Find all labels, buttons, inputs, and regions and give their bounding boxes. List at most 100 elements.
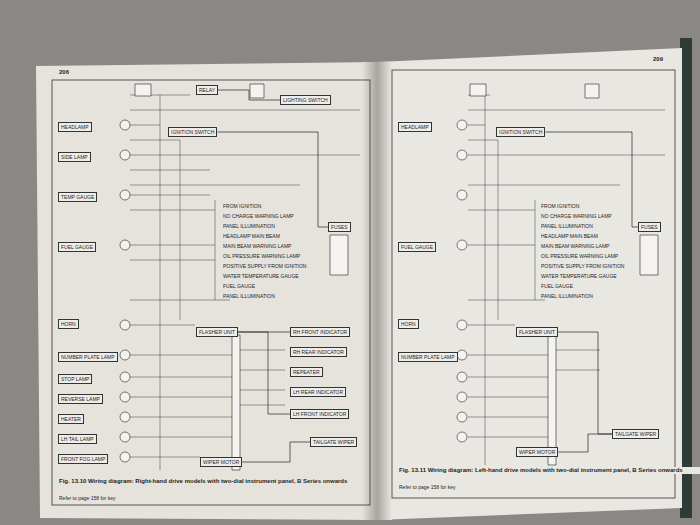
component-label: NUMBER PLATE LAMP bbox=[61, 354, 115, 360]
component-box: SIDE LAMP bbox=[58, 152, 91, 162]
component-label: TEMP GAUGE bbox=[61, 194, 94, 200]
wire-label: MAIN BEAM WARNING LAMP bbox=[540, 243, 610, 249]
connector-blocks bbox=[135, 84, 658, 470]
wire-label: NO CHARGE WARNING LAMP bbox=[540, 213, 613, 219]
component-box: LH REAR INDICATOR bbox=[290, 387, 346, 397]
figure-caption: Fig. 13.11 Wiring diagram: Left-hand dri… bbox=[398, 467, 700, 474]
component-box: WIPER MOTOR bbox=[200, 457, 242, 467]
component-label: HORN bbox=[401, 321, 416, 327]
component-box: LH FRONT INDICATOR bbox=[290, 409, 349, 419]
component-label: HEADLAMP bbox=[401, 124, 429, 130]
page-number: 206 bbox=[58, 69, 70, 75]
component-label: IGNITION SWITCH bbox=[499, 129, 542, 135]
component-label: FUEL GAUGE bbox=[401, 244, 433, 250]
component-box: RH FRONT INDICATOR bbox=[290, 327, 350, 337]
wire-label: FROM IGNITION bbox=[540, 203, 580, 209]
component-box: STOP LAMP bbox=[58, 374, 92, 384]
component-label: HEATER bbox=[61, 416, 81, 422]
wire-label: PANEL ILLUMINATION bbox=[222, 223, 276, 229]
component-box: NUMBER PLATE LAMP bbox=[398, 352, 458, 362]
wire bbox=[238, 332, 290, 414]
component-box: NUMBER PLATE LAMP bbox=[58, 352, 118, 362]
component-box: FRONT FOG LAMP bbox=[58, 454, 108, 464]
component-box: HORN bbox=[58, 319, 79, 329]
component-label: FUSES bbox=[641, 224, 658, 230]
wire-label: NO CHARGE WARNING LAMP bbox=[222, 213, 295, 219]
component-label: REVERSE LAMP bbox=[61, 396, 100, 402]
component-label: FUSES bbox=[331, 224, 348, 230]
component-box: HORN bbox=[398, 319, 419, 329]
book-spine bbox=[362, 62, 392, 520]
component-box: HEATER bbox=[58, 414, 84, 424]
component-label: LH FRONT INDICATOR bbox=[293, 411, 346, 417]
wire-label: OIL PRESSURE WARNING LAMP bbox=[222, 253, 301, 259]
wire bbox=[558, 332, 612, 434]
wire-label: FROM IGNITION bbox=[222, 203, 262, 209]
component-label: IGNITION SWITCH bbox=[171, 129, 214, 135]
component-label: TAILGATE WIPER bbox=[615, 431, 656, 437]
component-label: FUEL GAUGE bbox=[61, 244, 93, 250]
component-box: FUSES bbox=[638, 222, 661, 232]
wire-label: PANEL ILLUMINATION bbox=[540, 223, 594, 229]
component-label: FRONT FOG LAMP bbox=[61, 456, 105, 462]
component-box: WIPER MOTOR bbox=[516, 447, 558, 457]
component-box: FUEL GAUGE bbox=[398, 242, 436, 252]
component-box: HEADLAMP bbox=[58, 122, 92, 132]
component-label: STOP LAMP bbox=[61, 376, 89, 382]
diagram-frame bbox=[392, 70, 675, 498]
component-box: LH TAIL LAMP bbox=[58, 434, 97, 444]
wire-label: OIL PRESSURE WARNING LAMP bbox=[540, 253, 619, 259]
component-label: LH REAR INDICATOR bbox=[293, 389, 343, 395]
component-box: TAILGATE WIPER bbox=[612, 429, 659, 439]
wire-label: FUEL GAUGE bbox=[540, 283, 574, 289]
component-box: FLASHER UNIT bbox=[516, 327, 558, 337]
component-box: RH REAR INDICATOR bbox=[290, 347, 347, 357]
component-label: SIDE LAMP bbox=[61, 154, 88, 160]
wire bbox=[218, 90, 280, 100]
component-label: TAILGATE WIPER bbox=[313, 439, 354, 445]
component-label: RH REAR INDICATOR bbox=[293, 349, 344, 355]
component-label: LIGHTING SWITCH bbox=[283, 97, 328, 103]
wire-label: WATER TEMPERATURE GAUGE bbox=[222, 273, 300, 279]
page-number: 209 bbox=[652, 56, 664, 62]
wiring-lines bbox=[130, 95, 360, 470]
component-box: REPEATER bbox=[290, 367, 323, 377]
wire bbox=[217, 132, 328, 227]
component-box: RELAY bbox=[196, 85, 218, 95]
component-label: REPEATER bbox=[293, 369, 320, 375]
component-box: TAILGATE WIPER bbox=[310, 437, 357, 447]
component-label: LH TAIL LAMP bbox=[61, 436, 94, 442]
component-label: RH FRONT INDICATOR bbox=[293, 329, 347, 335]
wire-label: Refer to page 158 for key bbox=[398, 484, 456, 490]
left-page bbox=[36, 62, 377, 520]
wiring-lines bbox=[468, 95, 665, 465]
wire-label: FUEL GAUGE bbox=[222, 283, 256, 289]
component-label: WIPER MOTOR bbox=[519, 449, 555, 455]
component-label: FLASHER UNIT bbox=[519, 329, 555, 335]
component-box: IGNITION SWITCH bbox=[168, 127, 217, 137]
component-label: HORN bbox=[61, 321, 76, 327]
component-box: TEMP GAUGE bbox=[58, 192, 97, 202]
component-box: FUSES bbox=[328, 222, 351, 232]
wire-label: PANEL ILLUMINATION bbox=[222, 293, 276, 299]
component-box: FUEL GAUGE bbox=[58, 242, 96, 252]
component-box: IGNITION SWITCH bbox=[496, 127, 545, 137]
wire bbox=[242, 442, 310, 462]
wire-label: WATER TEMPERATURE GAUGE bbox=[540, 273, 618, 279]
component-box: HEADLAMP bbox=[398, 122, 432, 132]
component-label: NUMBER PLATE LAMP bbox=[401, 354, 455, 360]
diagram-frame bbox=[52, 80, 370, 505]
component-box: REVERSE LAMP bbox=[58, 394, 103, 404]
component-label: FLASHER UNIT bbox=[199, 329, 235, 335]
lamp-symbols bbox=[120, 120, 467, 462]
figure-caption: Fig. 13.10 Wiring diagram: Right-hand dr… bbox=[58, 478, 360, 485]
component-box: LIGHTING SWITCH bbox=[280, 95, 331, 105]
wire-label: HEADLAMP MAIN BEAM bbox=[540, 233, 599, 239]
wire-label: POSITIVE SUPPLY FROM IGNITION bbox=[222, 263, 307, 269]
component-label: RELAY bbox=[199, 87, 215, 93]
wire-label: MAIN BEAM WARNING LAMP bbox=[222, 243, 292, 249]
component-box: FLASHER UNIT bbox=[196, 327, 238, 337]
wire-label: PANEL ILLUMINATION bbox=[540, 293, 594, 299]
